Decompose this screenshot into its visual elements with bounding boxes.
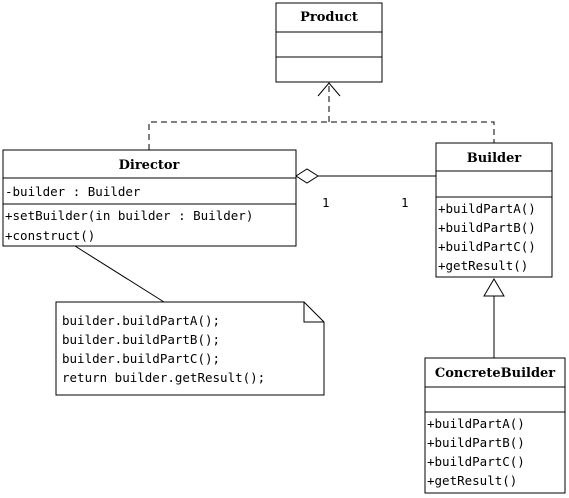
class-product[interactable]: Product — [275, 2, 383, 83]
class-director-box — [2, 149, 297, 247]
class-director-name: Director — [119, 158, 180, 173]
class-builder-name: Builder — [467, 151, 522, 166]
concrete-builder-operation: +buildPartB() — [427, 435, 525, 450]
dependency-connector — [148, 121, 495, 150]
class-product-name: Product — [300, 10, 358, 25]
generalization — [483, 278, 505, 358]
class-product-box — [275, 2, 383, 83]
director-attribute: -builder : Builder — [5, 184, 141, 199]
generalization-triangle — [483, 278, 505, 297]
dependency-arrowhead — [317, 82, 341, 97]
note-line: builder.buildPartC(); — [62, 351, 220, 366]
note-anchor-line — [74, 245, 165, 303]
class-builder[interactable]: Builder +buildPartA() +buildPartB() +bui… — [435, 142, 553, 278]
concrete-builder-operation: +buildPartC() — [427, 454, 525, 469]
builder-operation: +buildPartB() — [438, 220, 536, 235]
builder-operation: +buildPartA() — [438, 201, 536, 216]
note-line: builder.buildPartA(); — [62, 313, 220, 328]
class-concrete-builder[interactable]: ConcreteBuilder +buildPartA() +buildPart… — [424, 357, 566, 494]
builder-operation: +buildPartC() — [438, 239, 536, 254]
aggregation-diamond — [295, 168, 319, 184]
class-builder-box — [435, 142, 553, 278]
builder-operation: +getResult() — [438, 258, 528, 273]
dependency-lines — [148, 82, 495, 150]
class-director[interactable]: Director -builder : Builder +setBuilder(… — [2, 149, 297, 247]
director-multiplicity: 1 — [322, 195, 330, 210]
director-operation: +setBuilder(in builder : Builder) — [5, 208, 253, 223]
note-line: builder.buildPartB(); — [62, 332, 220, 347]
note-box — [55, 301, 325, 396]
note-line: return builder.getResult(); — [62, 370, 265, 385]
note[interactable]: builder.buildPartA(); builder.buildPartB… — [55, 301, 325, 396]
director-operation: +construct() — [5, 228, 95, 243]
class-concrete-builder-box — [424, 357, 566, 494]
builder-multiplicity: 1 — [401, 195, 409, 210]
class-concrete-builder-name: ConcreteBuilder — [435, 366, 555, 381]
note-fold — [303, 302, 324, 323]
aggregation-association: 1 1 — [295, 168, 436, 210]
concrete-builder-operation: +buildPartA() — [427, 416, 525, 431]
concrete-builder-operation: +getResult() — [427, 473, 517, 488]
